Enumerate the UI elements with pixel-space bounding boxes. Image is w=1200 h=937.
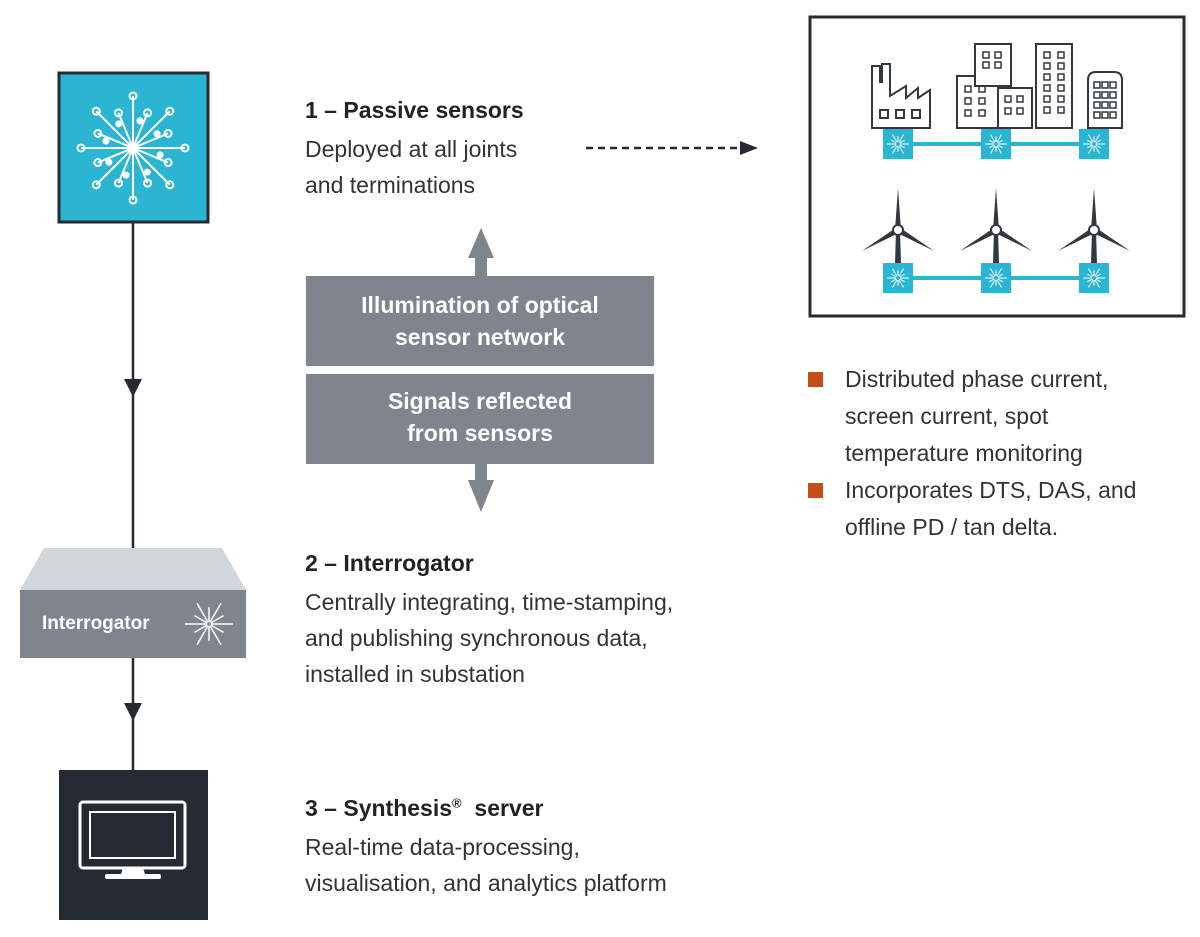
step-3-title-main: 3 – Synthesis — [305, 795, 453, 821]
reflected-signals-box: Signals reflected from sensors — [306, 374, 654, 464]
monitor-icon — [59, 770, 208, 920]
step-1-description: Deployed at all joints and terminations — [305, 136, 518, 198]
building-icon — [956, 43, 1123, 129]
step-2-title: 2 – Interrogator — [305, 550, 474, 576]
step-3-title-suffix: server — [474, 795, 544, 821]
bullet-text: Distributed phase current, screen curren… — [845, 366, 1109, 466]
factory-icon — [871, 63, 931, 129]
sensor-starburst-icon — [57, 71, 210, 224]
wind-turbine-icon — [861, 188, 1131, 263]
bullet-text: Incorporates DTS, DAS, and offline PD / … — [845, 477, 1137, 540]
connector-interrogator-to-server — [124, 658, 142, 770]
network-panel — [808, 15, 1186, 318]
step-1-title: 1 – Passive sensors — [305, 97, 524, 123]
dashed-arrow — [586, 141, 758, 155]
step-3-title: 3 – Synthesis® server — [305, 795, 543, 822]
bullet-square — [808, 372, 823, 387]
step-2-description: Centrally integrating, time-stamping, an… — [305, 589, 674, 687]
step-3-description: Real-time data-processing, visualisation… — [305, 834, 667, 896]
bullet-square — [808, 483, 823, 498]
signal-double-arrow — [468, 228, 494, 512]
interrogator-device-icon — [20, 548, 246, 658]
interrogator-label: Interrogator — [42, 613, 150, 634]
registered-mark: ® — [452, 795, 462, 811]
illumination-box: Illumination of optical sensor network — [306, 276, 654, 366]
connector-sensor-to-interrogator — [124, 222, 142, 548]
